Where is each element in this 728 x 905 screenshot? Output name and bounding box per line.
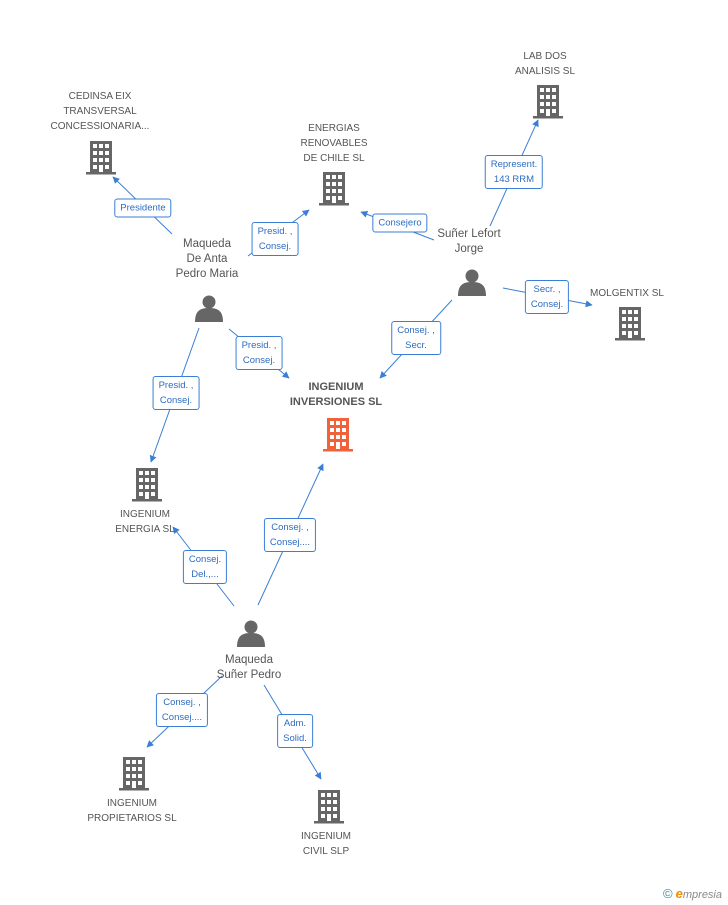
edge-label-e9[interactable]: Consej. , Consej.... [263,518,317,552]
edge-label-e12[interactable]: Adm. Solid. [277,714,313,748]
edge-label-e4[interactable]: Represent. 143 RRM [484,155,544,189]
building-icon-energias[interactable] [319,172,349,206]
edge-label-e1[interactable]: Presidente [114,198,172,218]
building-icon-ingenium-inversiones[interactable] [323,418,353,452]
node-label-labdos[interactable]: LAB DOS ANALISIS SL [514,51,576,77]
building-icon-molgentix[interactable] [615,307,645,341]
node-label-energias[interactable]: ENERGIAS RENOVABLES DE CHILE SL [300,123,368,164]
edge-label-e3[interactable]: Consejero [372,213,428,233]
node-label-ingenium-civil[interactable]: INGENIUM CIVIL SLP [301,831,351,857]
building-icon-labdos[interactable] [533,85,563,119]
node-label-maqueda-suner[interactable]: Maqueda Suñer Pedro [216,654,282,681]
edge-label-e6[interactable]: Consej. , Secr. [391,321,441,355]
edge-label-e11[interactable]: Consej. , Consej.... [155,693,209,727]
edge-label-e7[interactable]: Presid. , Consej. [235,336,283,370]
node-label-cedinsa[interactable]: CEDINSA EIX TRANSVERSAL CONCESSIONARIA..… [50,91,150,132]
edge-label-e8[interactable]: Presid. , Consej. [152,376,200,410]
edge-label-e5[interactable]: Secr. , Consej. [524,280,570,314]
node-label-maqueda-anta[interactable]: Maqueda De Anta Pedro Maria [175,238,239,280]
node-label-molgentix[interactable]: MOLGENTIX SL [590,288,664,299]
building-icon-ingenium-energia[interactable] [132,468,162,502]
node-label-ingenium-energia[interactable]: INGENIUM ENERGIA SL [115,509,175,535]
empresia-logo: © empresia [662,886,722,901]
edge-label-e2[interactable]: Presid. , Consej. [251,222,299,256]
node-label-ingenium-inversiones[interactable]: INGENIUM INVERSIONES SL [289,381,383,408]
copyright-icon: © [662,886,673,901]
building-icon-ingenium-propietarios[interactable] [119,757,149,791]
node-label-suner-lefort[interactable]: Suñer Lefort Jorge [437,228,501,255]
person-icon-maqueda-anta[interactable] [195,295,223,323]
node-label-ingenium-propietarios[interactable]: INGENIUM PROPIETARIOS SL [87,798,177,824]
person-icon-maqueda-suner[interactable] [237,620,265,648]
building-icon-cedinsa[interactable] [86,141,116,175]
edge-label-e10[interactable]: Consej. Del.,... [182,550,228,584]
person-icon-suner-lefort[interactable] [458,269,486,297]
building-icon-ingenium-civil[interactable] [314,790,344,824]
